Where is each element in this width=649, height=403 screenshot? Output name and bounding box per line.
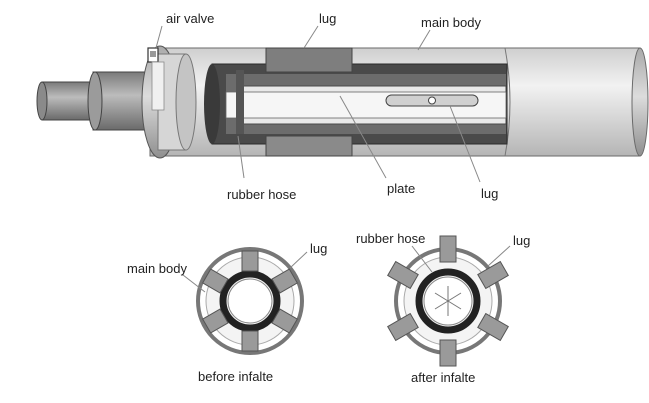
shaft-journal-face xyxy=(36,81,48,121)
shaft-cutaway: air valve lug main body rubber hose plat… xyxy=(36,11,649,202)
transparent-section-edge xyxy=(504,47,511,157)
end-cap-inner-face xyxy=(175,53,197,151)
inflation-arrows xyxy=(434,286,462,316)
before-lugs xyxy=(202,250,298,352)
rubber-hose-label: rubber hose xyxy=(227,187,296,202)
lug-label-plate: lug xyxy=(481,186,498,201)
air-valve-channel xyxy=(151,61,165,111)
rubber-hose-end xyxy=(204,64,220,144)
lug-label-right: lug xyxy=(513,233,530,248)
cross-section-after: rubber hose lug after infalte xyxy=(356,231,530,385)
lug-label-top: lug xyxy=(319,11,336,26)
air-valve-label: air valve xyxy=(166,11,214,26)
plate-label: plate xyxy=(387,181,415,196)
caption-before: before infalte xyxy=(198,369,273,384)
leader-lines-top xyxy=(155,25,481,183)
before-outer-ring xyxy=(196,247,304,355)
lug-label-left: lug xyxy=(310,241,327,256)
rubber-hose-label-right: rubber hose xyxy=(356,231,425,246)
leader-lines-after xyxy=(411,245,511,273)
lug-block-left-edge xyxy=(236,70,244,134)
lug-block-bottom xyxy=(265,135,353,157)
caption-after: after infalte xyxy=(411,370,475,385)
main-body-label-left: main body xyxy=(127,261,187,276)
main-body-end xyxy=(631,47,649,157)
plate-slot-screw xyxy=(428,96,436,105)
before-rubber-hose xyxy=(219,270,281,332)
main-body-label-top: main body xyxy=(421,15,481,30)
before-core xyxy=(227,278,273,324)
leader-lines-before xyxy=(182,251,308,293)
shaft-step-face xyxy=(87,71,103,131)
cross-section-before: main body lug before infalte xyxy=(127,241,327,384)
after-lugs xyxy=(387,235,509,367)
lug-block-top xyxy=(265,47,353,73)
after-rubber-hose xyxy=(415,268,481,334)
air-valve-core xyxy=(150,51,156,57)
